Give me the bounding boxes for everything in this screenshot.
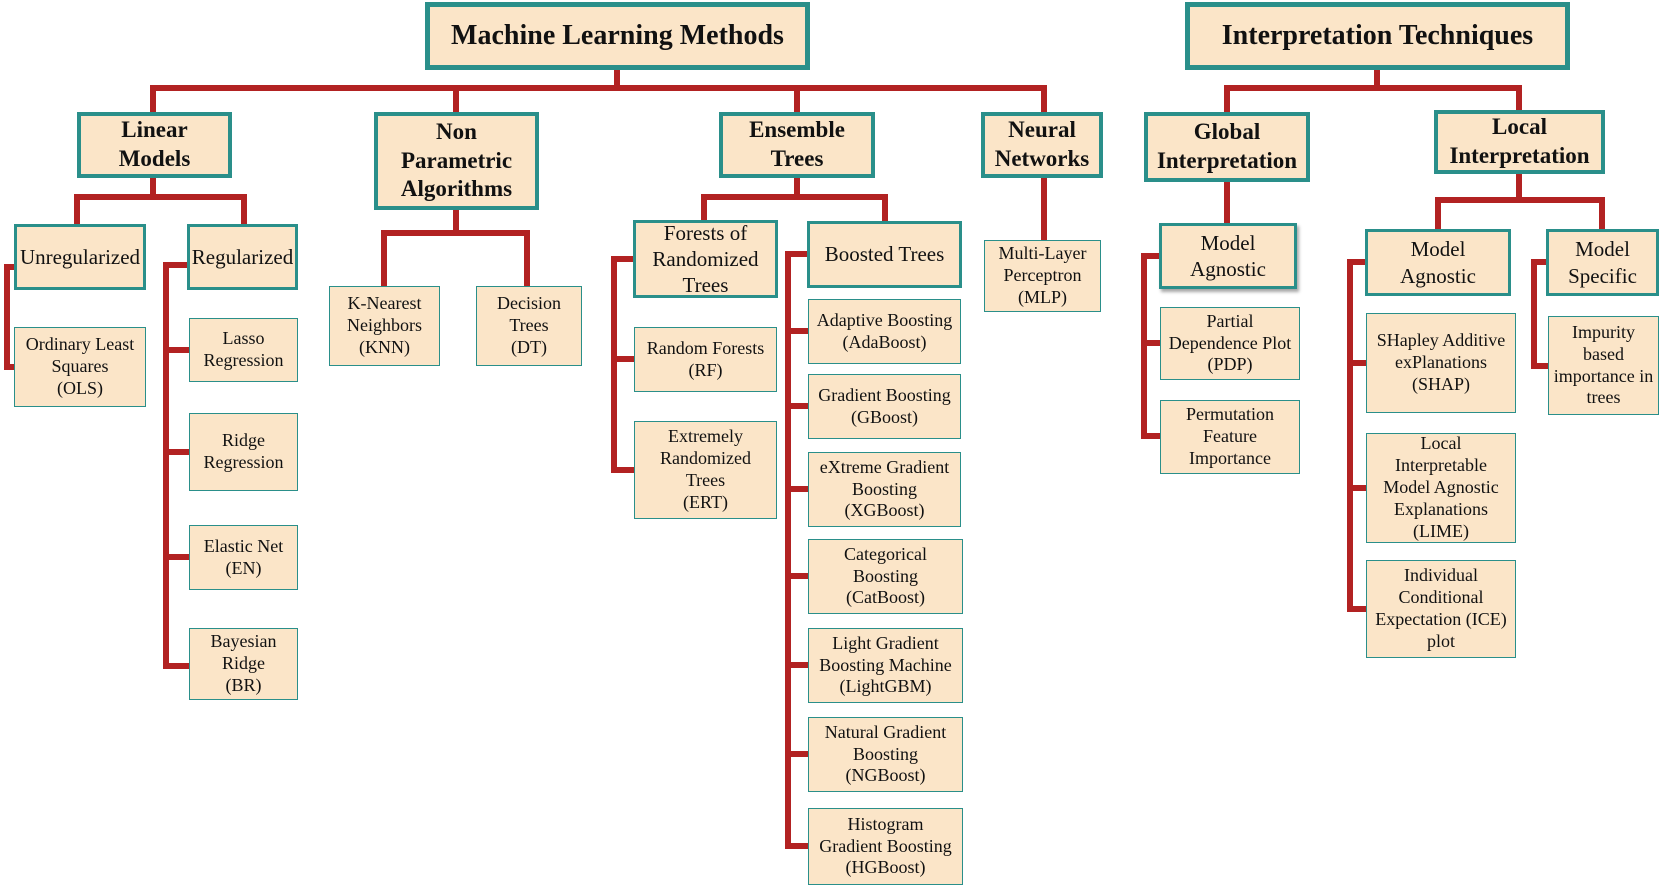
adaboost-leaf: Adaptive Boosting (AdaBoost) [808,299,961,364]
ert-leaf: Extremely Randomized Trees (ERT) [634,421,777,519]
connector-line [163,262,192,669]
neural-networks-node: Neural Networks [981,112,1103,178]
global-interpretation-node: Global Interpretation [1144,112,1310,182]
ngboost-leaf: Natural Gradient Boosting (NGBoost) [808,717,963,792]
local-model-agnostic-node: Model Agnostic [1365,229,1511,296]
ols-leaf: Ordinary Least Squares (OLS) [14,327,146,407]
pdp-leaf: Partial Dependence Plot (PDP) [1160,307,1300,380]
ensemble-trees-node: Ensemble Trees [719,112,875,178]
catboost-leaf: Categorical Boosting (CatBoost) [808,539,963,614]
permutation-importance-leaf: Permutation Feature Importance [1160,400,1300,474]
boosted-trees-node: Boosted Trees [807,221,962,288]
connector-line [4,264,17,370]
xgboost-leaf: eXtreme Gradient Boosting (XGBoost) [808,452,961,527]
unregularized-node: Unregularized [14,224,146,290]
gboost-leaf: Gradient Boosting (GBoost) [808,374,961,439]
ice-leaf: Individual Conditional Expectation (ICE)… [1366,560,1516,658]
lightgbm-leaf: Light Gradient Boosting Machine (LightGB… [808,628,963,703]
connector-line [1531,259,1551,369]
forests-node: Forests of Randomized Trees [633,220,778,298]
lime-leaf: Local Interpretable Model Agnostic Expla… [1366,433,1516,543]
connector-line [611,256,637,473]
shap-leaf: SHapley Additive exPlanations (SHAP) [1366,313,1516,413]
non-parametric-node: Non Parametric Algorithms [374,112,539,210]
linear-models-node: Linear Models [77,112,232,178]
interpretation-techniques-title: Interpretation Techniques [1185,2,1570,70]
ridge-leaf: Ridge Regression [189,413,298,491]
elastic-net-leaf: Elastic Net (EN) [189,525,298,590]
local-interpretation-node: Local Interpretation [1434,110,1605,174]
decision-trees-leaf: Decision Trees (DT) [476,286,582,366]
lasso-leaf: Lasso Regression [189,318,298,382]
knn-leaf: K-Nearest Neighbors (KNN) [329,286,440,366]
regularized-node: Regularized [187,224,298,290]
mlp-leaf: Multi-Layer Perceptron (MLP) [984,240,1101,312]
bayesian-ridge-leaf: Bayesian Ridge (BR) [189,628,298,700]
impurity-importance-leaf: Impurity based importance in trees [1548,316,1659,415]
model-specific-node: Model Specific [1546,229,1659,296]
global-model-agnostic-node: Model Agnostic [1159,223,1297,289]
random-forests-leaf: Random Forests (RF) [634,327,777,392]
hgboost-leaf: Histogram Gradient Boosting (HGBoost) [808,808,963,885]
connector-line [1347,259,1369,612]
connector-line [785,251,811,849]
ml-methods-title: Machine Learning Methods [425,2,810,70]
